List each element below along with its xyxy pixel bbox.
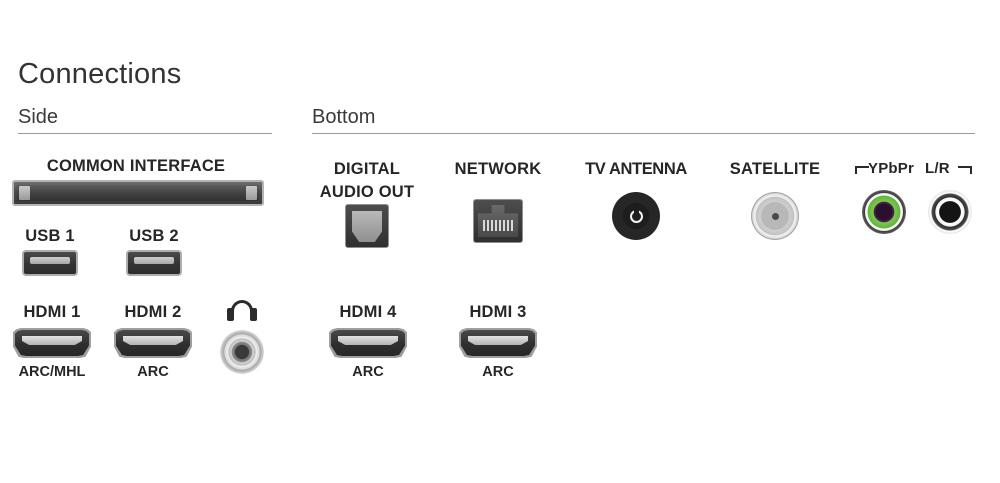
hdmi-1-label: HDMI 1 bbox=[23, 303, 81, 321]
satellite-center-pin bbox=[771, 212, 779, 220]
digital-audio-out-label-line1: DIGITAL bbox=[333, 160, 401, 178]
ci-slot-interior bbox=[17, 185, 259, 201]
digital-audio-out-label-line2: AUDIO OUT bbox=[319, 183, 415, 201]
hdmi-3-label: HDMI 3 bbox=[469, 303, 527, 321]
headphone-cup-right bbox=[250, 308, 257, 321]
ypbpr-port[interactable] bbox=[862, 190, 906, 234]
tv-antenna-label: TV ANTENNA bbox=[585, 160, 687, 178]
usb-2-port[interactable] bbox=[126, 250, 182, 276]
ci-slot-tab-right bbox=[246, 186, 257, 200]
hdmi-4-label: HDMI 4 bbox=[339, 303, 397, 321]
section-divider-side bbox=[18, 133, 272, 134]
network-label: NETWORK bbox=[454, 160, 542, 178]
usb-2-label: USB 2 bbox=[129, 227, 179, 245]
headphone-band bbox=[231, 300, 253, 314]
section-heading-bottom: Bottom bbox=[312, 106, 376, 128]
section-heading-side: Side bbox=[18, 106, 59, 128]
hdmi-4-sublabel: ARC bbox=[352, 364, 384, 380]
ypbpr-label: YPbPr bbox=[868, 160, 915, 177]
hdmi-2-label: HDMI 2 bbox=[124, 303, 182, 321]
tv-antenna-port[interactable] bbox=[612, 192, 660, 240]
hdmi-1-contact-slot bbox=[22, 336, 82, 345]
headphone-icon bbox=[225, 300, 259, 322]
hdmi-2-contact-slot bbox=[123, 336, 183, 345]
usb-1-label: USB 1 bbox=[25, 227, 75, 245]
hdmi-3-port[interactable] bbox=[459, 328, 537, 358]
optical-aperture bbox=[352, 211, 382, 242]
lr-port[interactable] bbox=[928, 190, 972, 234]
hdmi-4-contact-slot bbox=[338, 336, 398, 345]
network-port[interactable] bbox=[473, 199, 523, 243]
satellite-label: SATELLITE bbox=[729, 160, 821, 178]
hdmi-2-port[interactable] bbox=[114, 328, 192, 358]
lr-label: L/R bbox=[925, 160, 950, 177]
section-divider-bottom bbox=[312, 133, 975, 134]
usb-1-port[interactable] bbox=[22, 250, 78, 276]
page-title: Connections bbox=[18, 58, 182, 90]
hdmi-4-port[interactable] bbox=[329, 328, 407, 358]
common-interface-label: COMMON INTERFACE bbox=[46, 157, 226, 175]
common-interface-slot[interactable] bbox=[12, 180, 264, 206]
headphone-cup-left bbox=[227, 308, 234, 321]
ci-slot-tab-left bbox=[19, 186, 30, 200]
hdmi-3-contact-slot bbox=[468, 336, 528, 345]
headphone-jack[interactable] bbox=[220, 330, 264, 374]
hdmi-3-sublabel: ARC bbox=[482, 364, 514, 380]
digital-audio-out-port[interactable] bbox=[345, 204, 389, 248]
hdmi-1-sublabel: ARC/MHL bbox=[18, 364, 86, 380]
satellite-port[interactable] bbox=[751, 192, 799, 240]
antenna-center-pin bbox=[629, 208, 643, 223]
hdmi-2-sublabel: ARC bbox=[137, 364, 169, 380]
hdmi-1-port[interactable] bbox=[13, 328, 91, 358]
rj45-pins bbox=[483, 220, 513, 231]
